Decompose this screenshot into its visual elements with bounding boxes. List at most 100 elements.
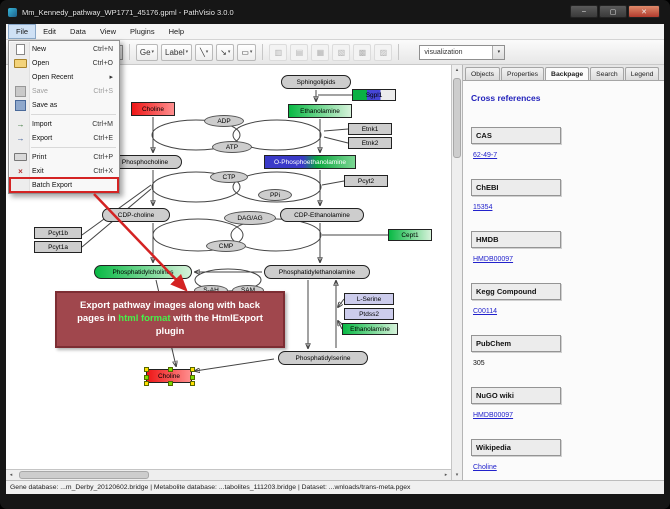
pathway-node-atp[interactable]: ATP bbox=[212, 141, 252, 153]
line-tool-button[interactable]: ╲▾ bbox=[195, 43, 214, 61]
pathway-node-cdp-choline[interactable]: CDP-choline bbox=[102, 208, 170, 222]
menubar-item-data[interactable]: Data bbox=[70, 27, 86, 36]
selection-handle[interactable] bbox=[144, 375, 149, 380]
xref-header: CAS bbox=[471, 127, 561, 144]
pathway-node-choline[interactable]: Choline bbox=[131, 102, 175, 116]
xref-link[interactable]: Choline bbox=[473, 464, 497, 471]
pathway-node-phosphatidylserine[interactable]: Phosphatidylserine bbox=[278, 351, 368, 365]
maximize-button[interactable]: ▢ bbox=[599, 5, 627, 18]
window-controls: – ▢ ✕ bbox=[570, 5, 660, 18]
pathway-node-ppi[interactable]: PPi bbox=[258, 189, 292, 201]
datanode-tool-button[interactable]: Ge▾ bbox=[135, 43, 159, 61]
shape-tool-button[interactable]: ▭▾ bbox=[237, 43, 257, 61]
pathway-node-phosphatidylethanolamine[interactable]: Phosphatidylethanolamine bbox=[264, 265, 370, 279]
match-height-button[interactable]: ▨ bbox=[374, 43, 393, 61]
align-top-button[interactable]: ▧ bbox=[332, 43, 351, 61]
pathway-node-phosphatidylcholines[interactable]: Phosphatidylcholines bbox=[94, 265, 192, 279]
export-icon: → bbox=[16, 133, 25, 143]
pathvisio-app-icon bbox=[8, 8, 17, 17]
pathway-node-choline[interactable]: Choline bbox=[144, 367, 195, 386]
xref-link[interactable]: HMDB00097 bbox=[473, 412, 514, 419]
pathway-node-pcyt1a[interactable]: Pcyt1a bbox=[34, 241, 82, 253]
align-left-button[interactable]: ▦ bbox=[311, 43, 330, 61]
pathway-node-ethanolamine[interactable]: Ethanolamine bbox=[342, 323, 398, 335]
label-tool-button[interactable]: Label▾ bbox=[161, 43, 193, 61]
scroll-left-icon[interactable]: ◂ bbox=[9, 472, 13, 478]
visualization-value: visualization bbox=[424, 48, 463, 56]
xref-link[interactable]: 15354 bbox=[473, 204, 493, 211]
horizontal-scroll-thumb[interactable] bbox=[19, 471, 149, 479]
cross-references-title: Cross references bbox=[471, 93, 541, 103]
pathway-node-pcyt1b[interactable]: Pcyt1b bbox=[34, 227, 82, 239]
pathway-node-adp[interactable]: ADP bbox=[204, 115, 244, 127]
pathway-node-l-serine[interactable]: L-Serine bbox=[344, 293, 394, 305]
pathway-node-pcyt2[interactable]: Pcyt2 bbox=[344, 175, 388, 187]
selection-handle[interactable] bbox=[168, 381, 173, 386]
xref-link[interactable]: HMDB00097 bbox=[473, 256, 514, 263]
selection-handle[interactable] bbox=[144, 367, 149, 372]
visualization-combobox[interactable]: visualization ▾ bbox=[419, 44, 506, 60]
pathway-node-ethanolamine[interactable]: Ethanolamine bbox=[288, 104, 352, 118]
match-width-button[interactable]: ▩ bbox=[353, 43, 372, 61]
selection-handle[interactable] bbox=[190, 381, 195, 386]
tab-objects[interactable]: Objects bbox=[465, 67, 501, 80]
align-horizontal-button[interactable]: ▥ bbox=[269, 43, 288, 61]
pathway-node-ctp[interactable]: CTP bbox=[210, 171, 248, 183]
scroll-right-icon[interactable]: ▸ bbox=[444, 472, 448, 478]
open-folder-icon bbox=[12, 59, 29, 68]
pathway-node-ptdss2[interactable]: Ptdss2 bbox=[344, 308, 394, 320]
xref-link[interactable]: 62-49-7 bbox=[473, 152, 498, 159]
menubar-item-help[interactable]: Help bbox=[168, 27, 185, 36]
file-menu-item-batch-export[interactable]: Batch Export bbox=[9, 177, 119, 193]
file-menu-item-open-recent[interactable]: Open Recent▸ bbox=[10, 70, 118, 84]
xref-header: Kegg Compound bbox=[471, 283, 561, 300]
annotation-callout: Export pathway images along with back pa… bbox=[55, 291, 285, 348]
pathway-node-o-phosphoethanolamine[interactable]: O-Phosphoethanolamine bbox=[264, 155, 356, 169]
pathway-edge bbox=[323, 128, 349, 132]
file-menu-item-save-as[interactable]: Save as bbox=[10, 98, 118, 112]
pathway-edge bbox=[321, 180, 345, 186]
vertical-scrollbar[interactable]: ▴ ▾ bbox=[451, 65, 462, 480]
tab-properties[interactable]: Properties bbox=[501, 67, 545, 80]
pathway-node-dag-ag[interactable]: DAG/AG bbox=[224, 211, 276, 225]
menubar-item-edit[interactable]: Edit bbox=[43, 27, 57, 36]
align-vertical-icon: ▤ bbox=[295, 47, 304, 57]
pathway-node-sgpl1[interactable]: Sgpl1 bbox=[352, 89, 396, 101]
statusbar: Gene database: ...m_Derby_20120602.bridg… bbox=[6, 480, 664, 494]
pathway-node-cept1[interactable]: Cept1 bbox=[388, 229, 432, 241]
selection-handle[interactable] bbox=[190, 375, 195, 380]
selection-handle[interactable] bbox=[190, 367, 195, 372]
selection-handle[interactable] bbox=[144, 381, 149, 386]
connector-tool-button[interactable]: ↘▾ bbox=[216, 43, 235, 61]
connector-tool-icon: ↘ bbox=[220, 47, 227, 57]
scroll-up-icon[interactable]: ▴ bbox=[455, 67, 459, 73]
pathway-node-etnk1[interactable]: Etnk1 bbox=[348, 123, 392, 135]
minimize-button[interactable]: – bbox=[570, 5, 598, 18]
pathway-node-etnk2[interactable]: Etnk2 bbox=[348, 137, 392, 149]
horizontal-scrollbar[interactable]: ◂ ▸ bbox=[6, 469, 451, 480]
tab-backpage[interactable]: Backpage bbox=[545, 67, 590, 80]
align-vertical-button[interactable]: ▤ bbox=[290, 43, 309, 61]
close-button[interactable]: ✕ bbox=[628, 5, 660, 18]
menubar-item-plugins[interactable]: Plugins bbox=[130, 27, 155, 36]
vertical-scroll-thumb[interactable] bbox=[453, 78, 461, 158]
pathway-node-cmp[interactable]: CMP bbox=[206, 240, 246, 252]
pathway-node-cdp-ethanolamine[interactable]: CDP-Ethanolamine bbox=[280, 208, 364, 222]
xref-link[interactable]: C00114 bbox=[473, 308, 498, 315]
selection-handle[interactable] bbox=[168, 367, 173, 372]
menubar-item-view[interactable]: View bbox=[99, 27, 116, 36]
menubar-item-file[interactable]: File bbox=[8, 24, 37, 39]
scroll-down-icon[interactable]: ▾ bbox=[455, 472, 459, 478]
pathway-node-sphingolipids[interactable]: Sphingolipids bbox=[281, 75, 351, 89]
tab-search[interactable]: Search bbox=[590, 67, 624, 80]
tab-legend[interactable]: Legend bbox=[624, 67, 660, 80]
